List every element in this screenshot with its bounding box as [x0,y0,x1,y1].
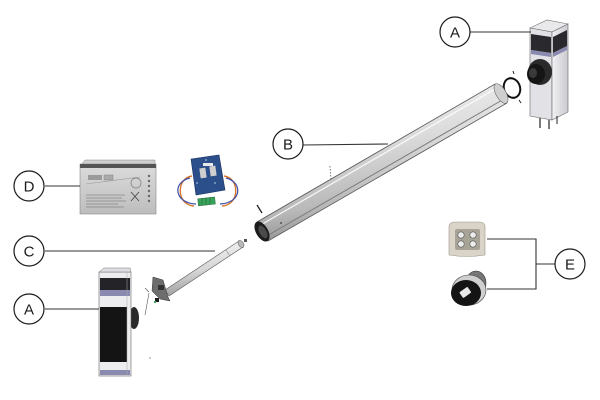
callout-a-top: A [439,16,471,48]
keypad-button-icon [457,231,477,248]
callout-label: B [283,137,293,154]
key-switch-icon [451,270,487,306]
control-board [177,154,239,207]
callout-e: E [554,248,586,280]
callout-label: E [565,257,575,274]
leader-e [487,238,537,290]
leader-b [302,143,389,146]
barrier-housing-bottom-left [98,267,139,377]
motor-cap-icon [527,59,552,85]
callout-label: D [24,179,35,196]
callout-c: C [13,235,45,267]
callout-label: A [24,302,34,319]
boom-arm [254,83,509,242]
control-keypad [448,221,486,257]
callout-a-bottom: A [13,293,45,325]
recycle-icon [130,191,140,202]
barrier-housing-top-right [502,19,569,129]
motor-tube [144,239,247,359]
callout-b: B [272,128,304,160]
callout-label: C [24,244,35,261]
battery [79,159,157,215]
callout-d: D [13,170,45,202]
callout-label: A [450,25,460,42]
